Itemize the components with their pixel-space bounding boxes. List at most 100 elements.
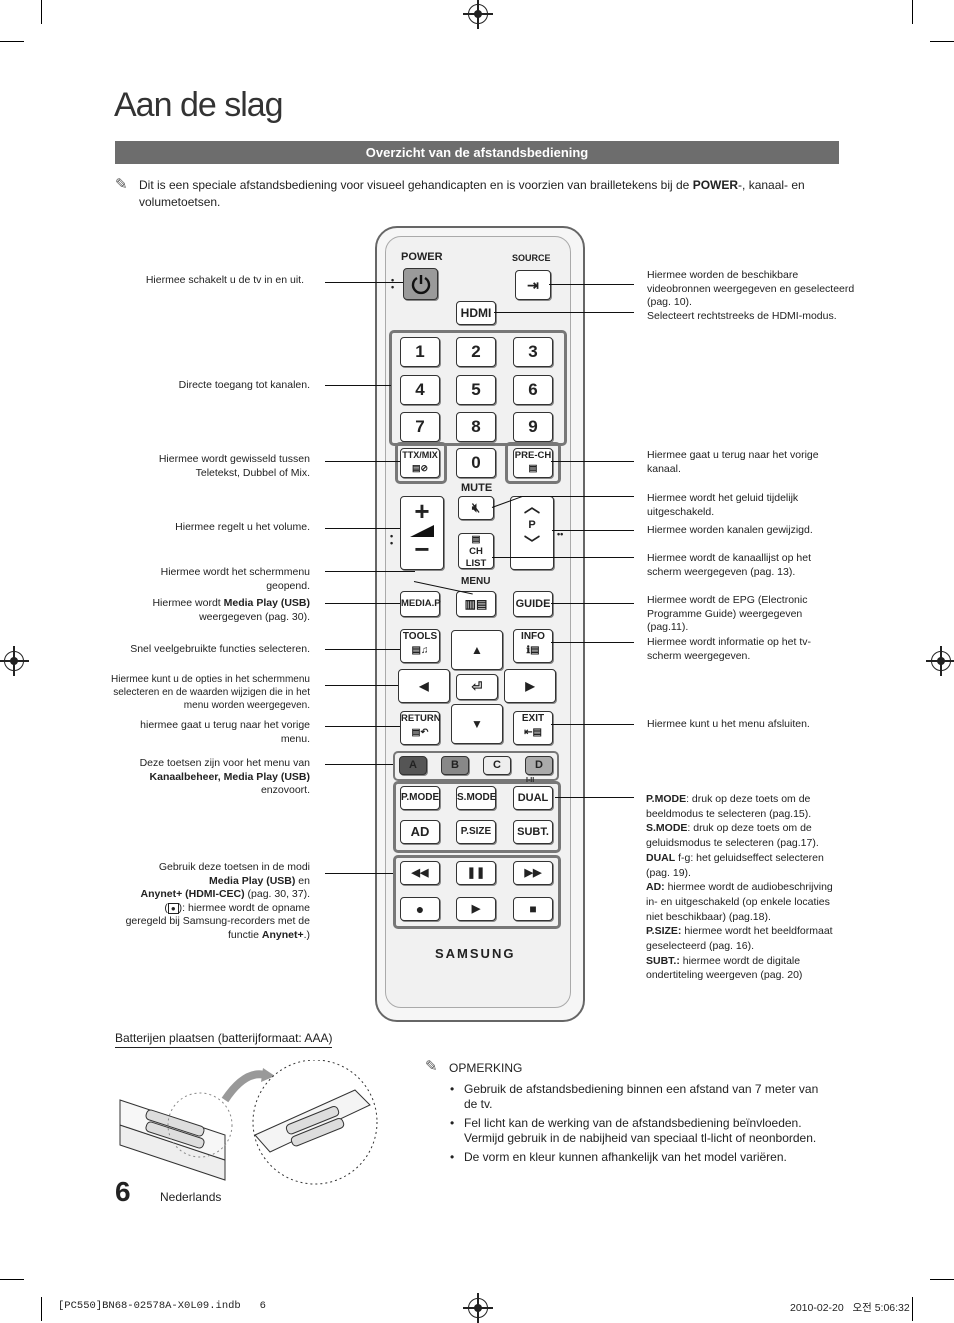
dpad-right-button[interactable]: ▶ [504,669,556,703]
record-icon: ● [415,901,425,917]
leader-line [552,530,634,531]
leader-line [549,284,634,285]
ch-list-button[interactable]: ▤CH LIST [458,533,494,569]
hdmi-button[interactable]: HDMI [456,301,496,325]
power-icon [411,275,430,295]
label-exit: Hiermee kunt u het menu afsluiten. [647,718,810,730]
digit-6-button[interactable]: 6 [513,375,553,405]
color-c-button[interactable]: C [483,756,511,775]
return-button[interactable]: RETURN▤↶ [400,711,441,745]
dpad-enter-button[interactable]: ⏎ [456,674,498,700]
crop-mark [41,0,42,24]
menu-icon: ▥▤ [464,597,488,611]
mute-button[interactable]: 🔇︎ [458,496,494,520]
registration-mark-icon [463,0,493,29]
dpad-down-button[interactable]: ▼ [451,704,503,744]
mute-speaker-icon: 🔇︎ [471,500,481,515]
leader-line [325,603,400,604]
menu-button[interactable]: ▥▤ [456,591,496,617]
stop-button[interactable]: ■ [513,897,553,921]
digit-4-button[interactable]: 4 [400,375,440,405]
tools-label: TOOLS [402,631,438,642]
fast-forward-button[interactable]: ▶▶ [513,861,553,885]
note-header: OPMERKING [449,1061,523,1075]
ttx-mix-label: TTX/MIX [402,450,438,460]
guide-button[interactable]: GUIDE [513,591,553,617]
leader-line [325,461,400,462]
tools-button[interactable]: TOOLS▤♫ [400,629,440,663]
channel-down-icon: ﹀ [523,536,540,553]
leader-line [325,649,400,650]
ttx-mix-button[interactable]: TTX/MIX▤⊘ [400,448,440,478]
battery-title: Batterijen plaatsen (batterijformaat: AA… [115,1031,333,1048]
p-size-button[interactable]: P.SIZE [456,820,496,844]
battery-illustration [119,1060,378,1185]
play-button[interactable]: ▶ [456,897,496,921]
crop-mark [0,41,24,42]
note-pencil-icon: ✎ [425,1058,438,1075]
digit-5-button[interactable]: 5 [456,375,496,405]
dpad-up-button[interactable]: ▲ [451,630,503,670]
volume-level-icon [410,525,434,537]
exit-button[interactable]: EXIT⇤▤ [513,711,553,745]
number-pad-group [389,330,567,446]
ad-button[interactable]: AD [400,820,440,844]
ch-list-label: CH LIST [465,546,487,569]
digit-0-button[interactable]: 0 [456,448,496,478]
note-bullet: Fel licht kan de werking van de afstands… [464,1116,817,1145]
digit-2-button[interactable]: 2 [456,337,496,367]
bullet-icon: • [450,1082,455,1096]
label-tools: Snel veelgebruikte functies selecteren. [130,643,310,655]
arrow-down-icon: ▼ [471,717,483,731]
channel-rocker[interactable]: ︿ P ﹀ [510,496,554,570]
prech-group [505,442,561,484]
return-icon: ▤↶ [411,727,429,738]
record-button[interactable]: ● [400,897,440,921]
leader-line [551,461,634,462]
rewind-button[interactable]: ◀◀ [400,861,440,885]
source-button[interactable]: ⇥ [515,270,551,300]
bullet-icon: • [450,1116,455,1130]
exit-icon: ⇤▤ [524,727,542,738]
subt-button[interactable]: SUBT. [513,820,553,844]
prech-icon: ▤ [528,463,538,474]
page-number: 6 [115,1176,131,1207]
leader-line [325,873,393,874]
crop-mark [912,1297,913,1321]
color-b-button[interactable]: B [441,756,469,775]
digit-7-button[interactable]: 7 [400,412,440,442]
play-icon: ▶ [471,903,481,915]
leader-line [325,726,400,727]
digit-8-button[interactable]: 8 [456,412,496,442]
media-p-button[interactable]: MEDIA.P [400,591,441,617]
power-button[interactable] [403,268,438,300]
record-symbol-icon: ● [167,902,179,914]
pause-button[interactable]: ❚❚ [456,861,496,885]
pre-ch-label: PRE-CH [514,450,552,461]
leader-line [520,496,634,497]
digit-1-button[interactable]: 1 [400,337,440,367]
color-d-button[interactable]: D [525,756,553,775]
s-mode-button[interactable]: S.MODE [456,786,496,810]
color-a-button[interactable]: A [399,756,427,775]
channel-up-icon: ︿ [523,499,540,516]
volume-rocker[interactable]: + − [400,496,444,570]
pre-ch-button[interactable]: PRE-CH ▤ [513,448,553,478]
power-label: POWER [401,251,443,263]
stop-icon: ■ [529,902,537,916]
digit-9-button[interactable]: 9 [513,412,553,442]
registration-mark-icon [926,646,954,676]
footer-datetime: 2010-02-20 오전 5:06:32 [790,1302,910,1314]
p-mode-button[interactable]: P.MODE [400,786,440,810]
channel-p-label: P [528,519,536,531]
dual-button[interactable]: DUAL [513,786,553,810]
dpad-left-button[interactable]: ◀ [398,669,450,703]
digit-3-button[interactable]: 3 [513,337,553,367]
note-bullet: De vorm en kleur kunnen afhankelijk van … [464,1150,787,1164]
intro-note: Dit is een speciale afstandsbediening vo… [139,178,805,209]
color-buttons-group [393,751,559,781]
